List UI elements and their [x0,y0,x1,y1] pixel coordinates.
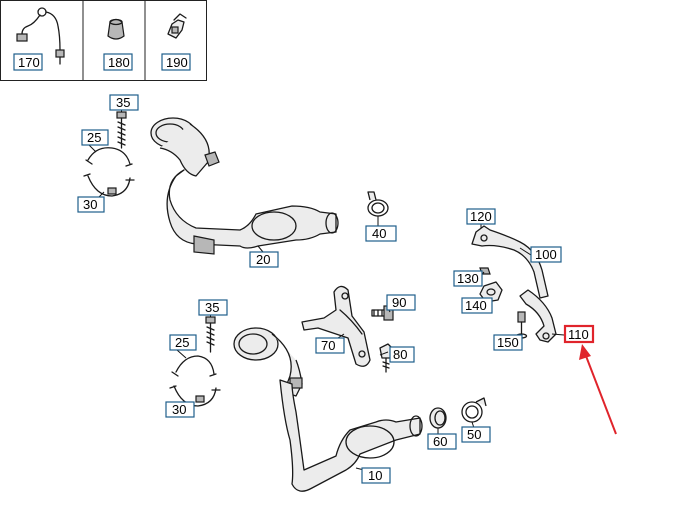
label-50-text: 50 [467,427,481,442]
label-140-text: 140 [465,298,487,313]
bracket-upper-icon [471,225,549,303]
label-40[interactable]: 40 [365,225,397,242]
bolt-upper-icon [116,111,127,149]
clamp-lower-icon [169,355,221,407]
label-30-lower-text: 30 [172,402,186,417]
clamp-40-icon [367,191,389,217]
label-35-upper[interactable]: 35 [109,94,139,111]
oxygen-sensor-icon [16,7,65,65]
label-30-upper[interactable]: 30 [77,196,105,213]
label-110-text: 110 [568,327,589,342]
bracket-lower-icon [515,289,557,343]
label-120[interactable]: 120 [466,208,496,225]
label-130[interactable]: 130 [453,270,483,287]
label-190-text: 190 [166,55,188,70]
label-80-text: 80 [393,347,407,362]
label-90[interactable]: 90 [386,294,416,311]
label-120-text: 120 [470,209,492,224]
highlight-arrow [579,344,617,435]
label-190[interactable]: 190 [161,53,191,71]
clip-icon [167,13,187,39]
label-20-text: 20 [256,252,270,267]
label-110-highlighted[interactable]: 110 [563,324,595,344]
label-150[interactable]: 150 [493,334,523,351]
label-90-text: 90 [392,295,406,310]
label-30-upper-text: 30 [83,197,97,212]
label-180[interactable]: 180 [103,53,133,71]
label-10[interactable]: 10 [361,467,391,484]
bolt-lower-icon [205,316,216,353]
label-35-lower-text: 35 [205,300,219,315]
label-80[interactable]: 80 [389,346,415,363]
clamp-50-icon [461,397,487,423]
label-25-lower-text: 25 [175,335,189,350]
label-150-text: 150 [497,335,519,350]
rubber-mount-icon [107,18,125,40]
label-180-text: 180 [108,55,130,70]
label-35-lower[interactable]: 35 [198,299,228,316]
label-60[interactable]: 60 [427,433,457,450]
label-100[interactable]: 100 [530,246,562,263]
label-25-upper-text: 25 [87,130,101,145]
label-50[interactable]: 50 [461,426,491,443]
catalytic-converter-lower-icon [233,327,423,492]
label-25-upper[interactable]: 25 [81,129,109,146]
label-20[interactable]: 20 [249,251,279,268]
label-140[interactable]: 140 [461,297,493,314]
label-100-text: 100 [535,247,557,262]
label-170[interactable]: 170 [13,53,43,71]
label-35-upper-text: 35 [116,95,130,110]
label-25-lower[interactable]: 25 [169,334,197,351]
label-70-text: 70 [321,338,335,353]
label-40-text: 40 [372,226,386,241]
label-70[interactable]: 70 [315,337,345,354]
label-130-text: 130 [457,271,479,286]
bolt-90-icon [371,305,394,321]
label-30-lower[interactable]: 30 [165,401,195,418]
label-170-text: 170 [18,55,40,70]
label-10-text: 10 [368,468,382,483]
clamp-upper-icon [83,147,135,197]
sleeve-60-icon [429,407,447,429]
bracket-70-icon [301,285,371,367]
catalytic-converter-upper-icon [150,117,339,255]
label-60-text: 60 [433,434,447,449]
